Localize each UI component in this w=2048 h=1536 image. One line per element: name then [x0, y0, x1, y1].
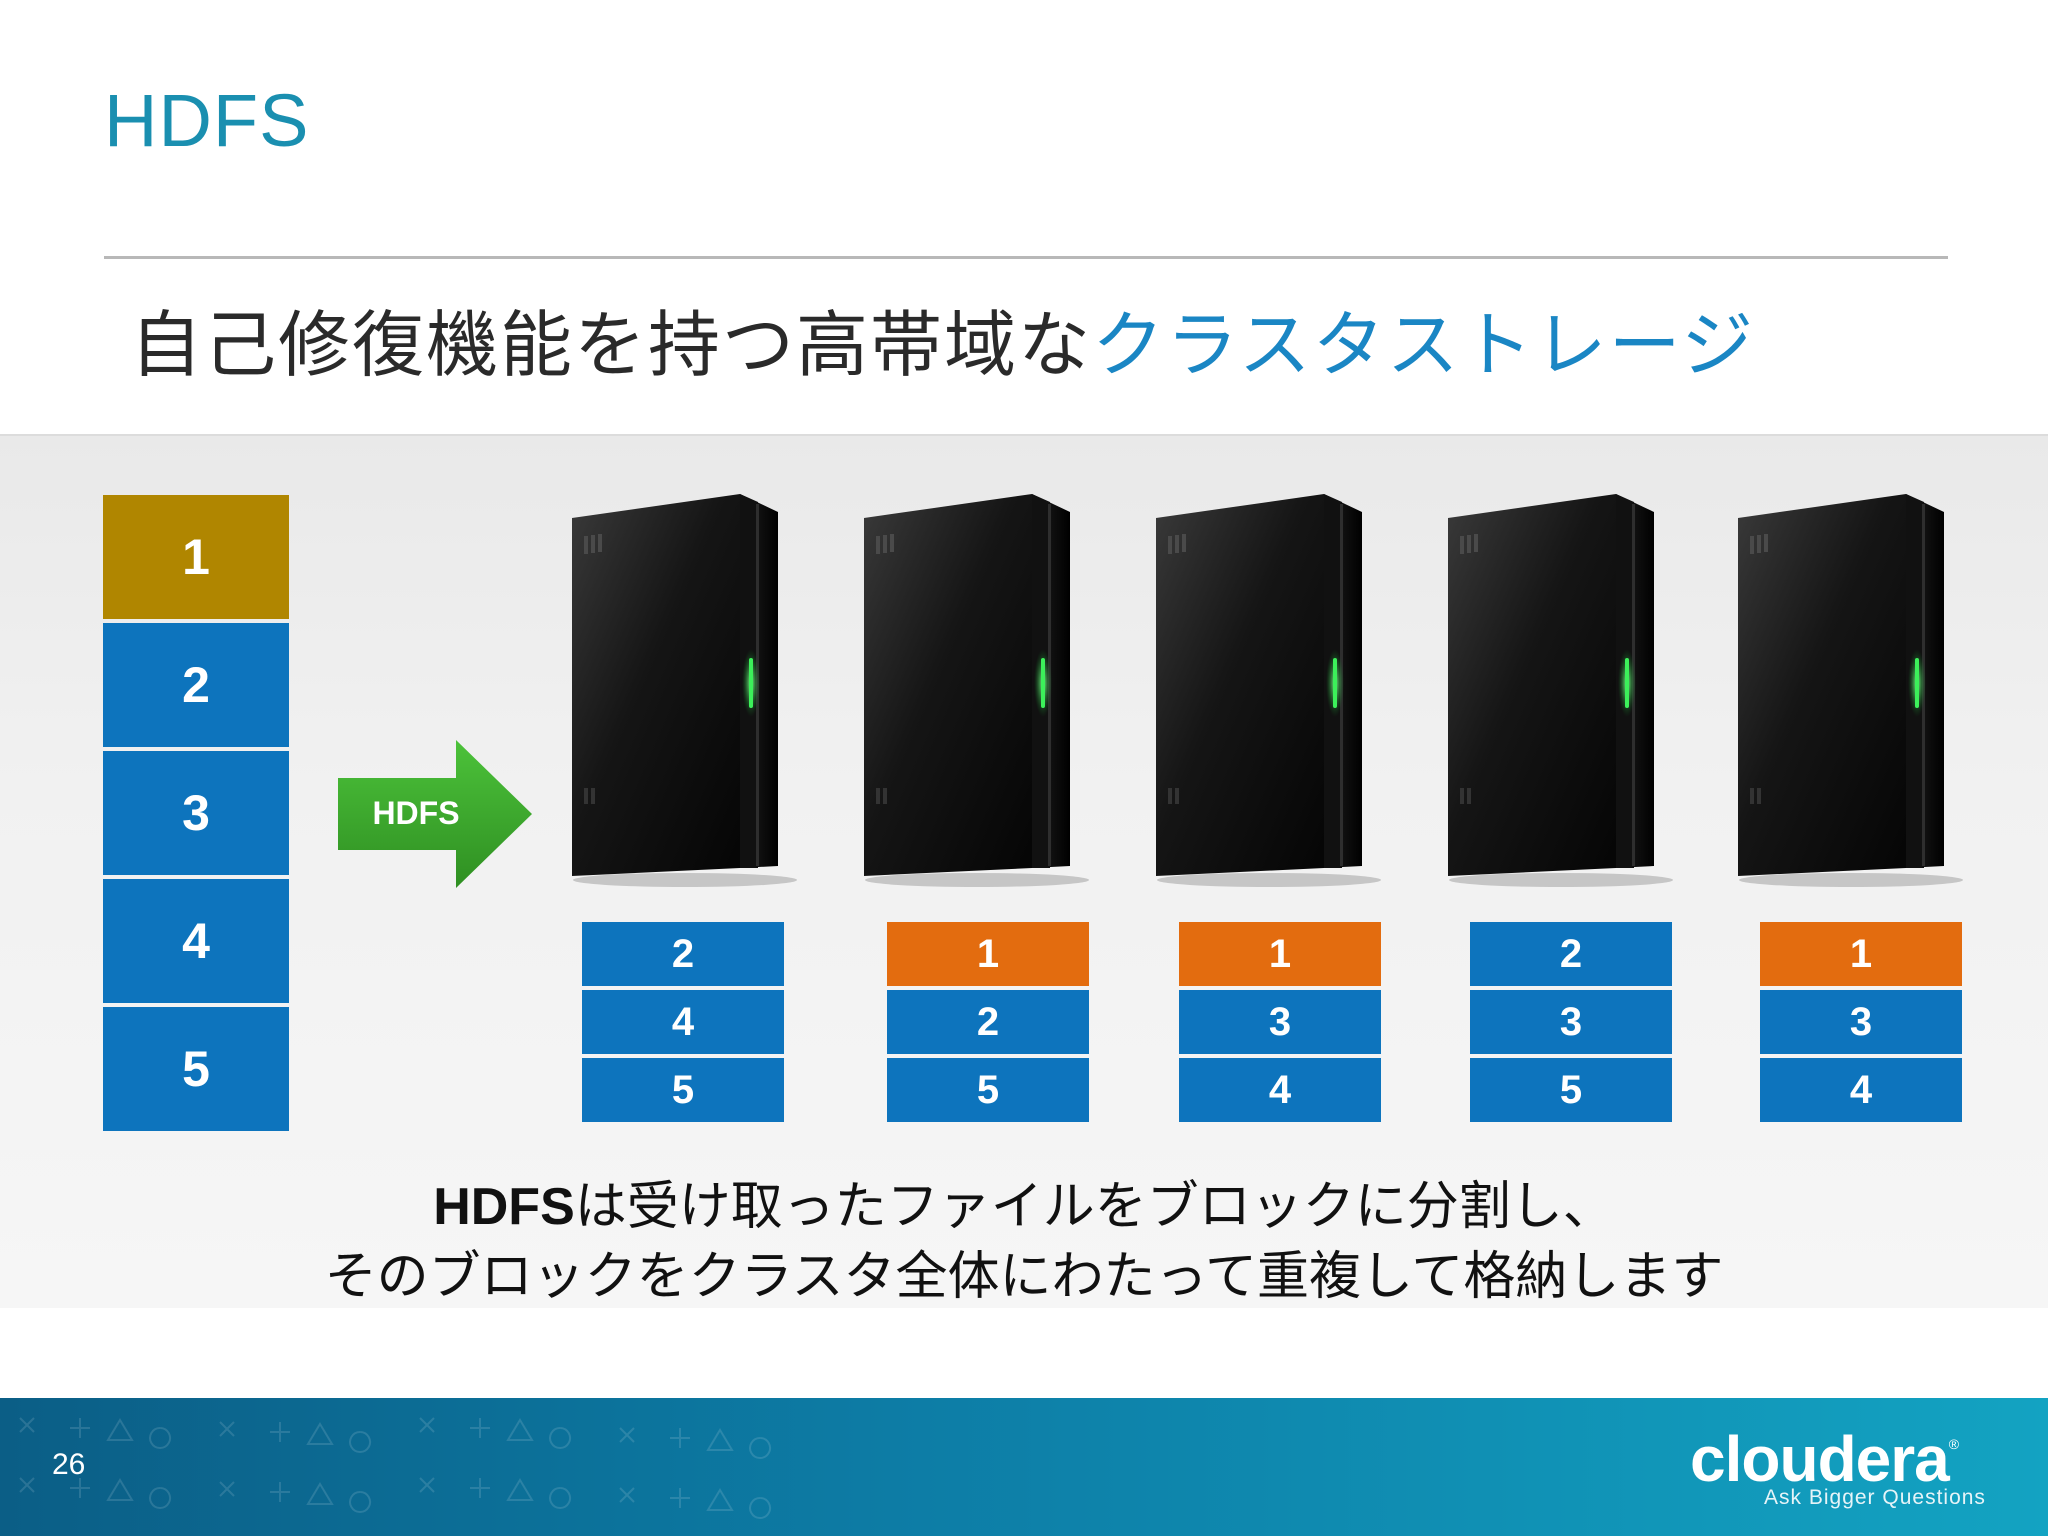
- footer-band: [0, 1398, 2048, 1536]
- server-tower-icon: [1738, 494, 1963, 887]
- server-tower-icon: [1156, 494, 1381, 887]
- node-block: 1: [1179, 922, 1381, 986]
- right-arrow-icon: [338, 740, 532, 888]
- node-block: 5: [582, 1058, 784, 1122]
- node-block: 1: [1760, 922, 1962, 986]
- node-block: 2: [582, 922, 784, 986]
- server-tower-icon: [572, 494, 797, 887]
- node-block: 3: [1760, 990, 1962, 1054]
- file-block: 2: [103, 623, 289, 747]
- file-block: 3: [103, 751, 289, 875]
- server-tower-icon: [1448, 494, 1673, 887]
- node-block: 4: [582, 990, 784, 1054]
- logo-tagline: Ask Bigger Questions: [1764, 1486, 1986, 1509]
- node-block: 4: [1179, 1058, 1381, 1122]
- file-block: 4: [103, 879, 289, 1003]
- subtitle-main: 自己修復機能を持つ高帯域な: [130, 303, 1093, 387]
- caption: HDFSは受け取ったファイルをブロックに分割し、 そのブロックをクラスタ全体にわ…: [0, 1172, 2048, 1312]
- slide-subtitle: 自己修復機能を持つ高帯域なクラスタストレージ: [130, 286, 1755, 391]
- subtitle-accent: クラスタストレージ: [1092, 303, 1756, 387]
- node-block: 3: [1179, 990, 1381, 1054]
- node-block: 3: [1470, 990, 1672, 1054]
- node-block: 2: [887, 990, 1089, 1054]
- logo-registered-mark: ®: [1948, 1436, 1959, 1452]
- node-block: 1: [887, 922, 1089, 986]
- node-block: 5: [1470, 1058, 1672, 1122]
- caption-bold: HDFS: [433, 1178, 575, 1236]
- file-block: 1: [103, 495, 289, 619]
- node-block: 5: [887, 1058, 1089, 1122]
- page-number: 26: [52, 1448, 86, 1481]
- caption-line-1-text: は受け取ったファイルをブロックに分割し、: [574, 1177, 1615, 1237]
- node-block: 2: [1470, 922, 1672, 986]
- file-block: 5: [103, 1007, 289, 1131]
- cloudera-logo: cloudera®: [1690, 1422, 1959, 1496]
- caption-line-1: HDFSは受け取ったファイルをブロックに分割し、: [0, 1172, 2048, 1242]
- caption-line-2: そのブロックをクラスタ全体にわたって重複して格納します: [324, 1247, 1724, 1307]
- hdfs-arrow-label: HDFS: [372, 795, 460, 831]
- slide-title: HDFS: [104, 79, 310, 162]
- title-divider: [104, 256, 1948, 259]
- footer-pattern: [19, 1417, 772, 1519]
- node-block: 4: [1760, 1058, 1962, 1122]
- logo-text: cloudera: [1690, 1423, 1950, 1495]
- server-tower-icon: [864, 494, 1089, 887]
